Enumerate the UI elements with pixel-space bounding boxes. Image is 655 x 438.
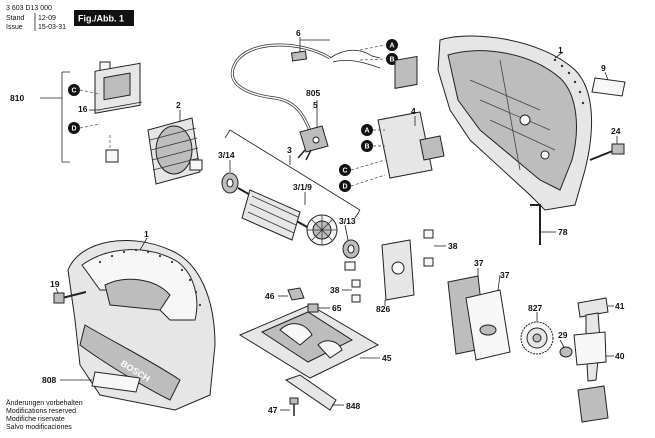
- callout-2: 2: [176, 100, 181, 110]
- callout-38-lower: 38: [330, 285, 340, 295]
- marker-a-mid: A: [361, 124, 385, 136]
- callout-826: 826: [376, 304, 390, 314]
- callout-3-13: 3/13: [339, 216, 356, 226]
- issue-value: 15-03-31: [38, 24, 66, 31]
- plates-37: [447, 268, 511, 361]
- marker-c-mid: C: [339, 159, 386, 176]
- header-block: 3 603 D13 000 Stand 12-09 Issue 15-03-31…: [6, 5, 134, 31]
- svg-text:B: B: [365, 144, 370, 151]
- svg-text:A: A: [390, 43, 395, 50]
- callout-3: 3: [287, 145, 292, 155]
- callout-3-14: 3/14: [218, 150, 235, 160]
- nut-46: [278, 287, 305, 301]
- clips-38-lower: [342, 279, 361, 303]
- marker-a-top: A: [359, 39, 398, 51]
- callout-45: 45: [382, 353, 392, 363]
- switch-4: [377, 55, 445, 179]
- hex-key-78: [530, 204, 556, 245]
- figure-badge-text: Fig./Abb. 1: [78, 14, 124, 24]
- stand-label: Stand: [6, 15, 24, 22]
- callout-46: 46: [265, 291, 275, 301]
- callout-827: 827: [528, 303, 542, 313]
- callout-37-a: 37: [474, 258, 484, 268]
- screw-19: [53, 287, 87, 304]
- note-en: Modifications reserved: [6, 408, 76, 415]
- housing-half-right: [437, 35, 592, 211]
- callout-808: 808: [42, 375, 56, 385]
- callout-41: 41: [615, 301, 625, 311]
- note-it: Modifiche riservate: [6, 416, 65, 423]
- svg-text:C: C: [72, 88, 77, 95]
- svg-text:D: D: [343, 184, 348, 191]
- svg-text:B: B: [390, 57, 395, 64]
- callout-29: 29: [558, 330, 568, 340]
- callout-37-b: 37: [500, 270, 510, 280]
- callout-805: 805: [306, 88, 320, 98]
- figure-badge: [74, 10, 134, 26]
- armature-3: [221, 129, 361, 271]
- screw-47: [280, 397, 299, 416]
- svg-text:C: C: [343, 168, 348, 175]
- callout-47: 47: [268, 405, 278, 415]
- power-cord: [230, 37, 381, 161]
- callout-40: 40: [615, 351, 625, 361]
- callout-9: 9: [601, 63, 606, 73]
- clips-38-upper: [423, 229, 446, 267]
- field-coil-2: [147, 110, 203, 185]
- callout-65: 65: [332, 303, 342, 313]
- callout-16: 16: [78, 104, 88, 114]
- housing-half-left: BOSCH: [67, 237, 216, 411]
- note-de: Änderungen vorbehalten: [6, 399, 83, 407]
- svg-text:A: A: [365, 128, 370, 135]
- callout-810: 810: [10, 93, 24, 103]
- callout-848: 848: [346, 401, 360, 411]
- cover-808: [60, 371, 141, 393]
- marker-d-mid: D: [339, 174, 386, 192]
- gear-827: [520, 312, 554, 355]
- guide-826: [381, 239, 415, 306]
- svg-text:D: D: [72, 126, 77, 133]
- callout-1-bottom: 1: [144, 229, 149, 239]
- callout-24: 24: [611, 126, 621, 136]
- stand-value: 12-09: [38, 15, 56, 22]
- pin-65: [307, 303, 330, 313]
- marker-c-left: C: [68, 84, 101, 96]
- issue-label: Issue: [6, 24, 23, 31]
- callout-3-1-9: 3/1/9: [293, 182, 312, 192]
- plunger-40: [573, 312, 614, 423]
- screw-24: [589, 136, 625, 161]
- switch-assembly-810: [40, 61, 143, 163]
- bushing-29: [559, 339, 573, 358]
- callout-19: 19: [50, 279, 60, 289]
- note-es: Salvo modificaciones: [6, 424, 72, 431]
- callout-4: 4: [411, 106, 416, 116]
- callout-5: 5: [313, 100, 318, 110]
- callout-38-upper: 38: [448, 241, 458, 251]
- label-plate-9: [591, 71, 626, 97]
- callout-78: 78: [558, 227, 568, 237]
- callout-1-top: 1: [558, 45, 563, 55]
- foot-plate-45: [238, 304, 380, 379]
- lever-848: [284, 374, 344, 411]
- guide-41: [577, 297, 614, 318]
- doc-number: 3 603 D13 000: [6, 5, 52, 12]
- marker-b-mid: B: [361, 140, 385, 152]
- callout-6: 6: [296, 28, 301, 38]
- marker-d-left: D: [68, 122, 101, 134]
- footer-notes: Änderungen vorbehalten Modifications res…: [6, 399, 83, 431]
